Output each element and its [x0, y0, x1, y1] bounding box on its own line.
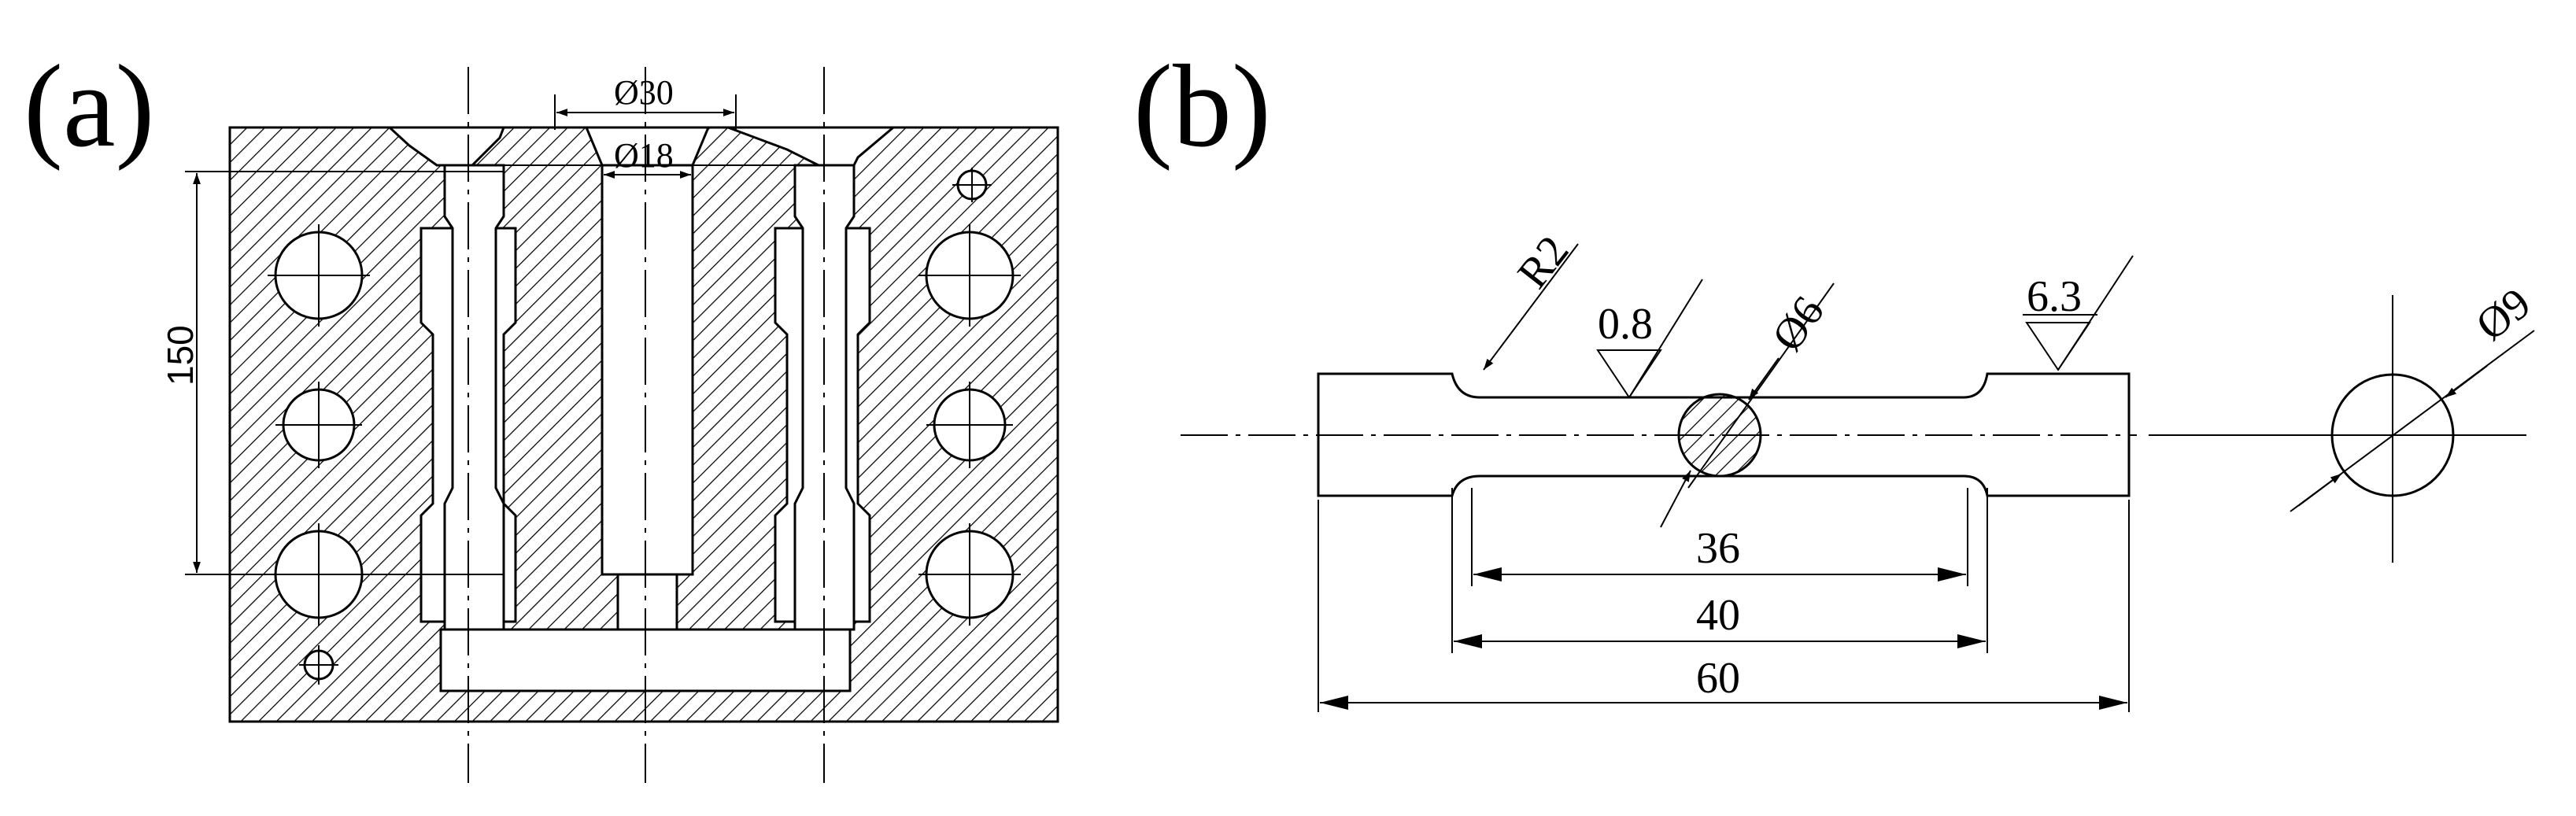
dim-dia18-label: Ø18 — [614, 136, 674, 175]
dia6-leader — [1687, 282, 1835, 489]
dia9-arrow-bottom — [2297, 473, 2342, 507]
radius-leader — [1483, 243, 1579, 371]
groove-left — [443, 164, 505, 631]
panel-b-label: (b) — [1133, 41, 1271, 172]
dim-dia30-label: Ø30 — [614, 73, 674, 112]
radius-label: R2 — [1508, 227, 1578, 297]
dim-150-label: 150 — [160, 325, 201, 386]
roughness-left-leg — [1628, 279, 1703, 398]
dia9-label: Ø9 — [2467, 279, 2540, 350]
roughness-right-label: 6.3 — [2027, 272, 2082, 321]
dim-60-label: 60 — [1696, 654, 1740, 703]
end-view-circle — [2330, 373, 2455, 497]
roughness-right-leg — [2057, 255, 2134, 371]
dim-36-label: 36 — [1696, 524, 1740, 573]
panel-a-label: (a) — [24, 41, 154, 172]
roughness-left-symbol — [1596, 349, 1662, 399]
roughness-right-symbol — [2025, 322, 2091, 371]
specimen-outline — [1317, 372, 2131, 497]
roughness-left-label: 0.8 — [1598, 300, 1653, 349]
central-bore — [601, 164, 694, 576]
dia6-arrow-bottom — [1660, 470, 1691, 528]
panel-b: (b) R2 0.8 Ø6 6.3 36 — [1133, 41, 2540, 712]
dia6-arrow-top — [1748, 357, 1780, 401]
panel-a: (a) — [24, 41, 1059, 783]
dia9-arrow-top — [2445, 365, 2488, 398]
gauge-section — [1677, 393, 1762, 478]
bore-neck — [616, 573, 678, 631]
dim-40-label: 40 — [1696, 591, 1740, 640]
